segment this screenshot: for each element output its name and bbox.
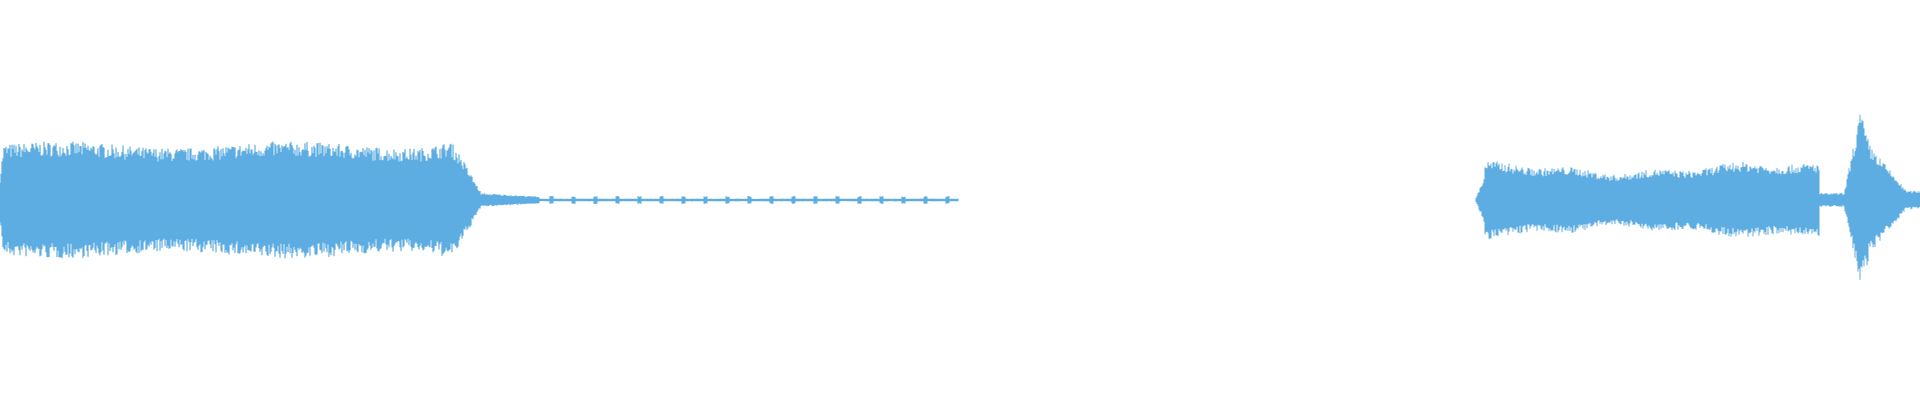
waveform-trace (0, 141, 481, 259)
waveform-trace (1475, 114, 1920, 280)
waveform-trace (479, 193, 959, 207)
waveform-segment-right (1475, 114, 1920, 280)
waveform-segment-left (0, 141, 481, 259)
waveform-segment-tail (479, 193, 959, 207)
